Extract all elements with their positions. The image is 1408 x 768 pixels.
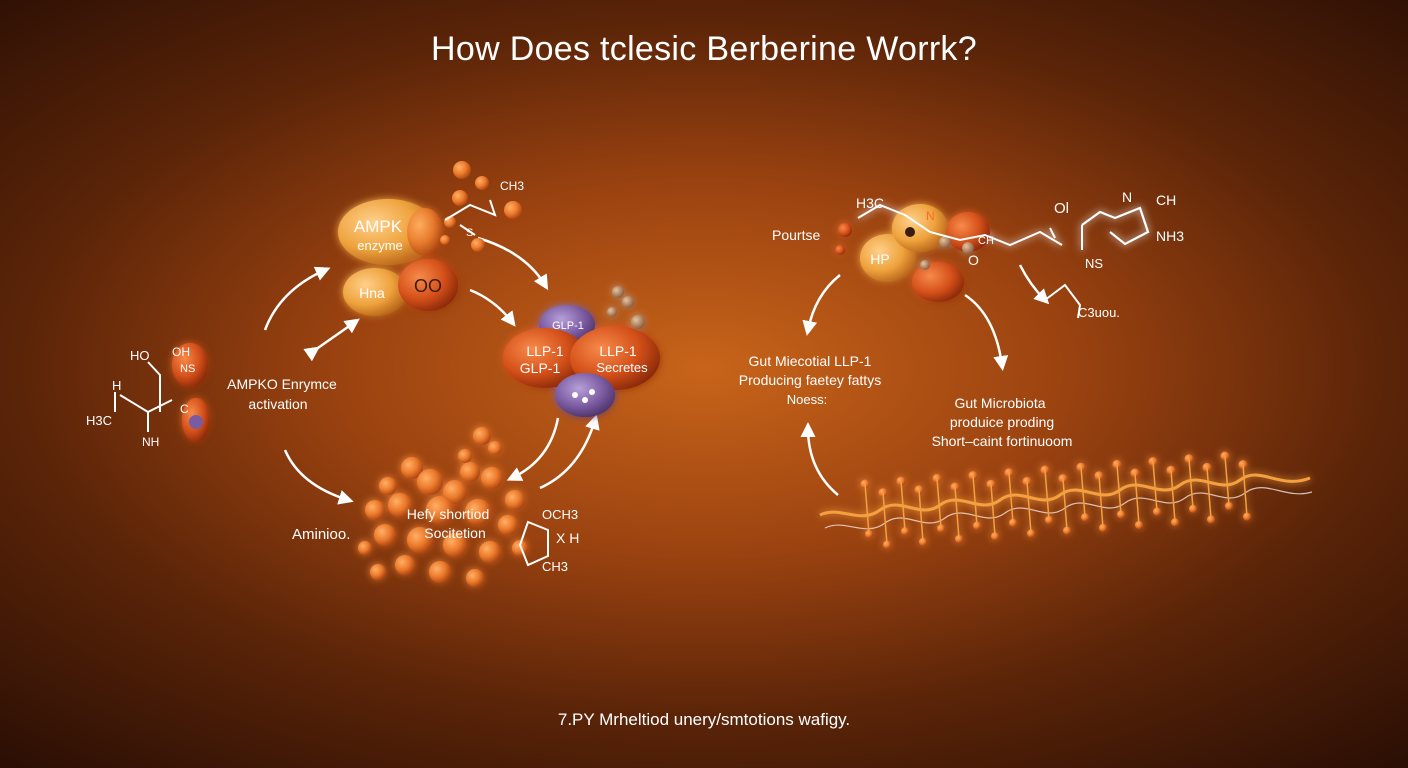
left-small-molecule: [114, 343, 210, 442]
aminioo-label: Aminioo.: [292, 526, 350, 543]
chain-link: [1134, 472, 1140, 526]
mol-h: H: [112, 378, 121, 393]
activation-line-1: AMPKO Enrymce: [227, 376, 337, 392]
mol-ho: HO: [130, 348, 150, 363]
arrow-left-bidir: [303, 318, 360, 362]
chain-link: [1098, 475, 1104, 528]
arrow-mid-right: [469, 288, 516, 327]
gut-right-line-3: Short–caint fortinuoom: [932, 433, 1073, 449]
secretion-bead-cluster: [358, 427, 528, 587]
arrow-bottom-right-up: [539, 414, 600, 490]
mol-nh: NH: [142, 435, 159, 449]
s-label: S: [466, 227, 473, 239]
gut-right-line-2: produice proding: [950, 414, 1054, 430]
arrow-right-mid-down: [964, 293, 1009, 371]
arrow-bottom-right-down: [506, 417, 560, 481]
chain-link: [1206, 467, 1212, 520]
page-title: How Does tclesic Berberine Worrk?: [431, 30, 977, 68]
arrow-right-left-down: [802, 274, 841, 336]
gut-left-line-3: Noess:: [787, 392, 827, 407]
chain-link: [990, 484, 996, 537]
o-low-label: O: [968, 252, 979, 268]
bottom-right-ring: [518, 520, 549, 567]
hna-label: Hna: [359, 285, 385, 301]
hna-molecule: [343, 259, 458, 316]
chain-link: [864, 483, 870, 535]
gut-left-line-2: Producing faetey fattys: [739, 372, 881, 388]
arrow-right-up: [800, 422, 839, 496]
chain-link: [1044, 469, 1050, 521]
mol-ns-top: NS: [180, 363, 195, 375]
och3-label: OCH3: [542, 507, 578, 522]
chain-link: [1026, 481, 1032, 534]
chain-link: [936, 478, 942, 529]
glp-top-label: GLP-1: [552, 320, 584, 332]
h3c-right-label: H3C: [856, 195, 884, 211]
left-cycle: [263, 236, 600, 505]
chain-link: [1116, 464, 1122, 515]
ch-ring-label: CH: [1156, 192, 1176, 208]
footer-caption: 7.PY Mrheltiod unery/smtotions wafigy.: [557, 710, 851, 729]
mol-c: C: [180, 402, 189, 416]
gut-left-line-1: Gut Miecotial LLP-1: [749, 353, 872, 369]
right-molecule-complex: [835, 203, 1150, 302]
glp1-cluster: [503, 286, 660, 417]
chain-link: [972, 475, 978, 526]
ampk-enzyme: [338, 199, 443, 265]
c3uou-label: C3uou.: [1078, 305, 1120, 320]
o-top-label: Ol: [1054, 200, 1069, 217]
arrow-bottom-left: [283, 449, 354, 505]
arrow-right-branch: [1018, 264, 1050, 305]
arrow-top-right: [477, 236, 549, 291]
cluster-line-2: Socitetion: [424, 525, 485, 541]
chain-link: [1242, 464, 1248, 517]
n-ring-label: N: [1122, 189, 1132, 205]
right-arrows: [800, 264, 1082, 496]
chain-link: [1062, 478, 1068, 531]
cluster-line-1: Hefy shortiod: [407, 506, 489, 522]
chain-link: [1188, 458, 1194, 509]
chain-link: [1170, 470, 1176, 523]
llp-right-label: LLP-1: [599, 343, 637, 359]
chain-link: [1224, 455, 1230, 507]
hp-label: HP: [870, 251, 889, 267]
chain-link: [1152, 461, 1158, 512]
ch3-bottom-label: CH3: [542, 559, 568, 574]
pourtse-label: Pourtse: [772, 227, 820, 243]
chain-link: [918, 489, 924, 542]
ns-right-label: NS: [1085, 256, 1103, 271]
secretes-label: Secretes: [596, 360, 648, 375]
top-molecule-beads: [440, 161, 522, 252]
glp-left-label: GLP-1: [520, 360, 561, 376]
chh-label: CH: [978, 235, 994, 247]
nh3-label: NH3: [1156, 228, 1184, 244]
ampk-sub-label: enzyme: [357, 238, 403, 253]
chain-link: [882, 492, 888, 545]
arrow-left-up: [263, 266, 331, 331]
llp-left-label: LLP-1: [526, 343, 564, 359]
activation-line-2: activation: [248, 396, 307, 412]
chain-link: [1080, 467, 1086, 518]
x-h-label: X H: [556, 530, 579, 546]
ampk-label: AMPK: [354, 217, 403, 236]
oo-label: OO: [414, 276, 442, 296]
chain-link: [954, 486, 960, 540]
mol-oh: OH: [172, 345, 190, 359]
chain-link: [1008, 472, 1014, 523]
ch3-top-label: CH3: [500, 179, 524, 193]
gut-right-line-1: Gut Microbiota: [954, 395, 1045, 411]
n-label: N: [926, 209, 935, 223]
fatty-acid-chain: [819, 451, 1313, 549]
mol-h3c: H3C: [86, 413, 112, 428]
chain-link: [900, 481, 906, 532]
